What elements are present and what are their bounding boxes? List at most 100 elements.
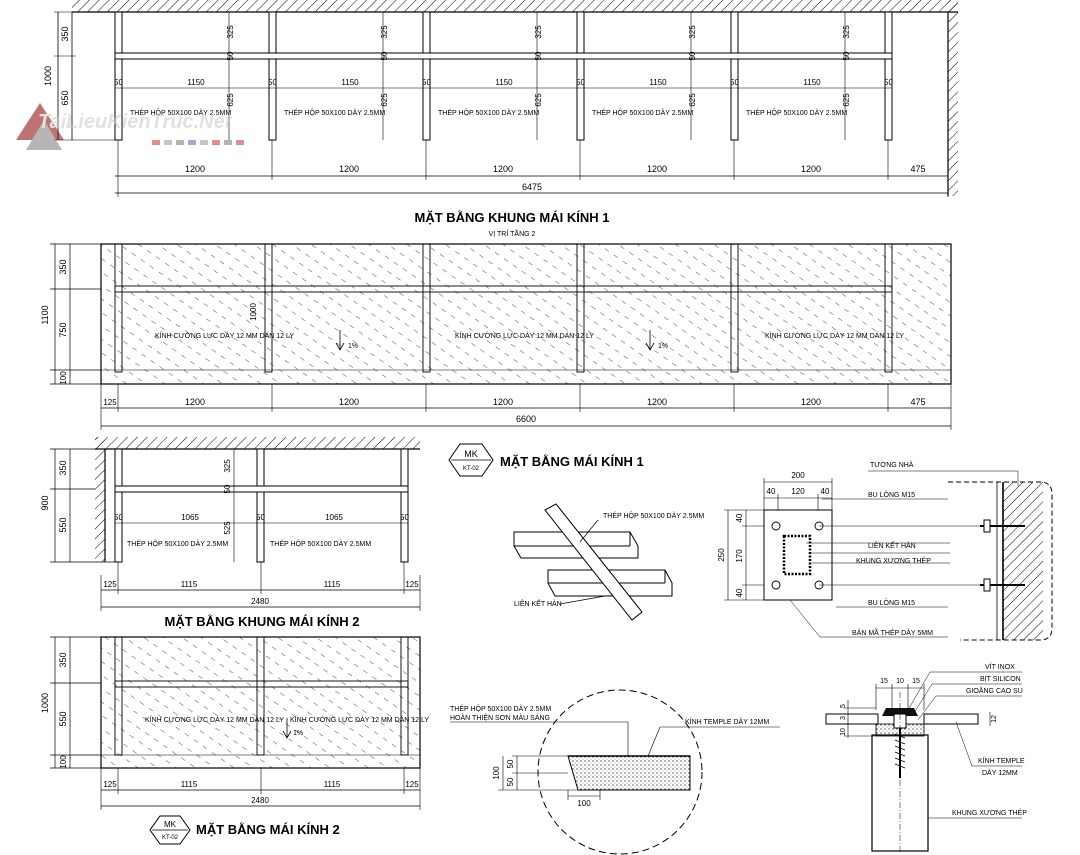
bay-dim-6: 475 (910, 164, 925, 174)
fix-top-c: 15 (912, 678, 920, 685)
plan2-h-total: 1100 (40, 305, 50, 324)
edge-label-2: HOÀN THIỆN SƠN MÀU SÁNG (450, 713, 550, 722)
plate-plate-label: BẢN MÃ THÉP DÀY 5MM (852, 628, 933, 637)
fix-right-dim: 12 (991, 715, 998, 723)
edge-dim-total: 100 (492, 766, 501, 780)
post-w-6: 50 (884, 78, 893, 87)
plan2-h-a: 350 (58, 259, 68, 274)
edge-label-1: THÉP HỘP 50X100 DÀY 2.5MM (450, 704, 551, 713)
plan-frame-1: 1000 350 650 325 50 625 325 50 625 325 5… (43, 0, 958, 238)
edge-dim-b: 50 (506, 777, 515, 786)
inner-dim-3c: 625 (534, 93, 543, 107)
plate-frame-label: KHUNG XƯƠNG THÉP (856, 556, 931, 565)
r2-glass-2: KÍNH CƯỜNG LỰC DÀY 12 MM DÁN 12 LY (290, 715, 429, 724)
fix-top-b: 10 (896, 678, 904, 685)
plan2-h-c: 100 (59, 371, 68, 385)
fix-silicon-label: BỊT SILICON (980, 676, 1021, 683)
fix-gasket-label: GIOĂNG CAO SU (966, 686, 1023, 695)
badge-code-2: KT-02 (162, 835, 179, 841)
fix-left-c: 10 (840, 728, 847, 736)
joint-beam-label: THÉP HỘP 50X100 DÀY 2.5MM (603, 511, 704, 520)
plan1-height-b: 650 (60, 90, 70, 105)
r1-bay-5: 1200 (801, 397, 821, 407)
plate-top-b: 120 (791, 487, 805, 496)
inner-dim-5a: 325 (842, 25, 851, 39)
inner-dim-3a: 325 (534, 25, 543, 39)
inner-dim-4c: 625 (688, 93, 697, 107)
r2-bay-3: 125 (405, 780, 419, 789)
p3-bay-1: 1115 (181, 580, 198, 589)
r2-total: 2480 (251, 796, 269, 805)
plate-side-b: 170 (735, 549, 744, 563)
r2-glass-1: KÍNH CƯỜNG LỰC DÀY 12 MM DÁN 12 LY (145, 715, 284, 724)
p3-post-3: 50 (400, 513, 409, 522)
p3-bay-0: 125 (103, 580, 117, 589)
plan1-title: MẶT BẰNG KHUNG MÁI KÍNH 1 (415, 210, 610, 225)
r1-bay-4: 1200 (647, 397, 667, 407)
plate-bolt-label-1: BU LÔNG M15 (868, 490, 915, 499)
r2-bay-0: 125 (103, 780, 117, 789)
fix-glass-label-1: KÍNH TEMPLE (978, 756, 1025, 765)
detail-joint: THÉP HỘP 50X100 DÀY 2.5MM LIÊN KẾT HÀN (513, 503, 704, 621)
plan3-h-a: 350 (58, 460, 68, 475)
plate-top-total: 200 (791, 471, 805, 480)
plan2-h-b: 750 (58, 322, 68, 337)
inner-dim-3b: 50 (534, 51, 543, 60)
joint-weld-label: LIÊN KẾT HÀN (514, 598, 562, 608)
r2-bay-2: 1115 (324, 780, 341, 789)
edge-glass-label: KÍNH TEMPLE DÀY 12MM (685, 717, 769, 726)
glass-label-3: KÍNH CƯỜNG LỰC DÀY 12 MM DÁN 12 LY (765, 331, 904, 340)
post-w-1: 50 (114, 78, 123, 87)
inner-dim-4b: 50 (688, 51, 697, 60)
inner-dim-2b: 50 (380, 51, 389, 60)
r2-h-c: 100 (59, 755, 68, 769)
plate-bolt-label-2: BU LÔNG M15 (868, 598, 915, 607)
inner-dim-4a: 325 (688, 25, 697, 39)
plate-side-c: 40 (735, 588, 744, 597)
fix-left-b: 3 (840, 716, 847, 720)
plan3-h-total: 900 (40, 495, 50, 510)
slope-2: 1% (658, 343, 668, 350)
beam-label-3: THÉP HỘP 50X100 DÀY 2.5MM (438, 108, 539, 117)
p3-beam-2: THÉP HỘP 50X100 DÀY 2.5MM (270, 539, 371, 548)
inner-dim-1c: 625 (226, 93, 235, 107)
badge-mk-2: MK (164, 820, 177, 829)
beam-label-5: THÉP HỘP 50X100 DÀY 2.5MM (746, 108, 847, 117)
inner-dim-2c: 625 (380, 93, 389, 107)
slope-1: 1% (348, 343, 358, 350)
inner-dim-1b: 50 (226, 51, 235, 60)
plan-roof-1: KÍNH CƯỜNG LỰC DÀY 12 MM DÁN 12 LY KÍNH … (40, 243, 952, 430)
p3-clear-2: 1065 (325, 513, 343, 522)
r2-h-a: 350 (58, 652, 68, 667)
plate-side-a: 40 (735, 513, 744, 522)
fix-screw-label: VÍT INOX (985, 662, 1015, 671)
plan3-in-c: 525 (223, 521, 232, 535)
bay-clear-5: 1150 (803, 78, 821, 87)
roof1-title: MẶT BẰNG MÁI KÍNH 1 (500, 454, 644, 469)
r1-bay-3: 1200 (493, 397, 513, 407)
plate-wall-label: TƯỜNG NHÀ (870, 460, 914, 469)
r1-bay-1: 1200 (185, 397, 205, 407)
beam-label-2: THÉP HỘP 50X100 DÀY 2.5MM (284, 108, 385, 117)
r1-total: 6600 (516, 414, 536, 424)
inner-dim-2a: 325 (380, 25, 389, 39)
fix-top-a: 15 (880, 678, 888, 685)
fix-glass-label-2: DÀY 12MM (982, 768, 1018, 777)
badge-code-1: KT-02 (463, 466, 480, 472)
bay-dim-4: 1200 (647, 164, 667, 174)
bay-clear-1: 1150 (187, 78, 205, 87)
plate-top-a: 40 (767, 487, 776, 496)
plan3-in-b: 50 (223, 484, 232, 493)
post-w-2: 50 (268, 78, 277, 87)
bay-dim-3: 1200 (493, 164, 513, 174)
bay-clear-4: 1150 (649, 78, 667, 87)
plate-side-total: 250 (717, 548, 726, 562)
plan1-subtitle: VỊ TRÍ TẦNG 2 (489, 228, 536, 238)
plan3-in-a: 325 (223, 459, 232, 473)
fix-left-a: 5 (840, 704, 847, 708)
plan-roof-2: KÍNH CƯỜNG LỰC DÀY 12 MM DÁN 12 LY KÍNH … (40, 636, 429, 845)
r2-slope: 1% (293, 730, 303, 737)
p3-bay-2: 1115 (324, 580, 341, 589)
glass-label-1: KÍNH CƯỜNG LỰC DÀY 12 MM DÁN 12 LY (155, 331, 294, 340)
bay-dim-5: 1200 (801, 164, 821, 174)
